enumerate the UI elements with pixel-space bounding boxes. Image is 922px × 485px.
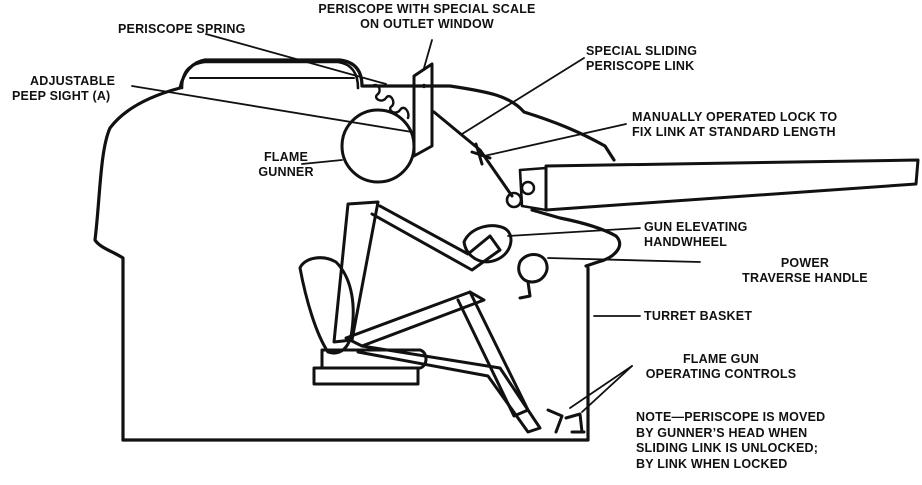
label-adjustable-peep-sight: ADJUSTABLE PEEP SIGHT (A)	[12, 74, 116, 104]
note-line-4: BY LINK WHEN LOCKED	[636, 456, 788, 471]
label-power-traverse-handle: POWER TRAVERSE HANDLE	[700, 256, 910, 286]
label-flame-gunner: FLAME GUNNER	[246, 150, 326, 180]
elevating-handwheel	[462, 224, 513, 264]
label-controls-line-2: OPERATING CONTROLS	[645, 367, 797, 381]
leader-periscope-scale	[423, 39, 433, 69]
gun-barrel	[544, 158, 920, 212]
traverse-handle	[517, 253, 549, 284]
leader-flame-gunner	[301, 159, 343, 165]
seat-base	[312, 366, 420, 386]
turret-floor	[121, 266, 590, 442]
label-sliding-link-line-2: PERISCOPE LINK	[586, 59, 695, 73]
cupola	[180, 60, 360, 90]
link-lock	[470, 142, 492, 166]
leader-handwheel	[507, 227, 641, 237]
leader-periscope-spring	[205, 33, 387, 85]
gunner-arm	[370, 204, 502, 272]
leader-peep-sight	[131, 85, 413, 133]
leader-manual-lock	[483, 123, 627, 157]
label-traverse-line-2: TRAVERSE HANDLE	[742, 271, 868, 285]
leader-sliding-link	[461, 57, 585, 135]
gunner-shin-2	[356, 344, 542, 434]
label-sliding-link-line-1: SPECIAL SLIDING	[586, 44, 698, 58]
label-peep-sight-line-2: PEEP SIGHT (A)	[12, 89, 111, 103]
label-periscope-scale: PERISCOPE WITH SPECIAL SCALE ON OUTLET W…	[292, 2, 562, 32]
link-end	[505, 191, 523, 209]
gun-mount	[518, 166, 548, 212]
sliding-link	[432, 110, 514, 198]
label-peep-sight-line-1: ADJUSTABLE	[30, 74, 116, 88]
periscope-spring	[370, 83, 410, 120]
leader-controls-1	[569, 365, 633, 409]
seat-pan	[320, 348, 428, 370]
label-manual-lock-line-1: MANUALLY OPERATED LOCK TO	[632, 110, 838, 124]
label-periscope-scale-line-2: ON OUTLET WINDOW	[360, 17, 494, 31]
note-text: NOTE—PERISCOPE IS MOVED BY GUNNER’S HEAD…	[636, 410, 825, 472]
label-manual-lock-line-2: FIX LINK AT STANDARD LENGTH	[632, 125, 836, 139]
turret-outline-front	[530, 208, 622, 268]
seat-back	[298, 256, 355, 355]
gunner-thigh	[344, 290, 486, 348]
label-flame-gunner-line-1: FLAME	[263, 150, 309, 164]
leader-traverse	[547, 257, 701, 263]
gunner-head	[340, 108, 416, 184]
traverse-handle-stem	[518, 280, 532, 300]
label-periscope-scale-line-1: PERISCOPE WITH SPECIAL SCALE	[318, 2, 536, 16]
label-manual-lock: MANUALLY OPERATED LOCK TO FIX LINK AT ST…	[632, 110, 837, 140]
flame-controls	[546, 408, 586, 434]
label-sliding-link: SPECIAL SLIDING PERISCOPE LINK	[586, 44, 697, 74]
label-handwheel-line-1: GUN ELEVATING	[644, 220, 748, 234]
gunner-shin	[456, 290, 530, 418]
label-traverse-line-1: POWER	[780, 256, 830, 270]
label-periscope-spring: PERISCOPE SPRING	[118, 22, 246, 36]
note-line-3: SLIDING LINK IS UNLOCKED;	[636, 441, 819, 455]
label-handwheel-line-2: HANDWHEEL	[644, 235, 728, 249]
gun-pivot	[520, 180, 536, 196]
label-flame-gunner-line-2: GUNNER	[258, 165, 314, 179]
periscope-dot	[421, 83, 427, 89]
leader-controls-2	[581, 365, 633, 413]
periscope-body	[412, 62, 434, 158]
label-controls-line-1: FLAME GUN	[682, 352, 760, 366]
label-turret-basket: TURRET BASKET	[644, 309, 753, 323]
note-line-1: NOTE—PERISCOPE IS MOVED	[636, 410, 826, 424]
gunner-torso	[332, 200, 380, 344]
label-gun-elevating-handwheel: GUN ELEVATING HANDWHEEL	[644, 220, 748, 250]
label-flame-gun-controls: FLAME GUN OPERATING CONTROLS	[636, 352, 806, 382]
note-line-2: BY GUNNER’S HEAD WHEN	[636, 425, 808, 440]
